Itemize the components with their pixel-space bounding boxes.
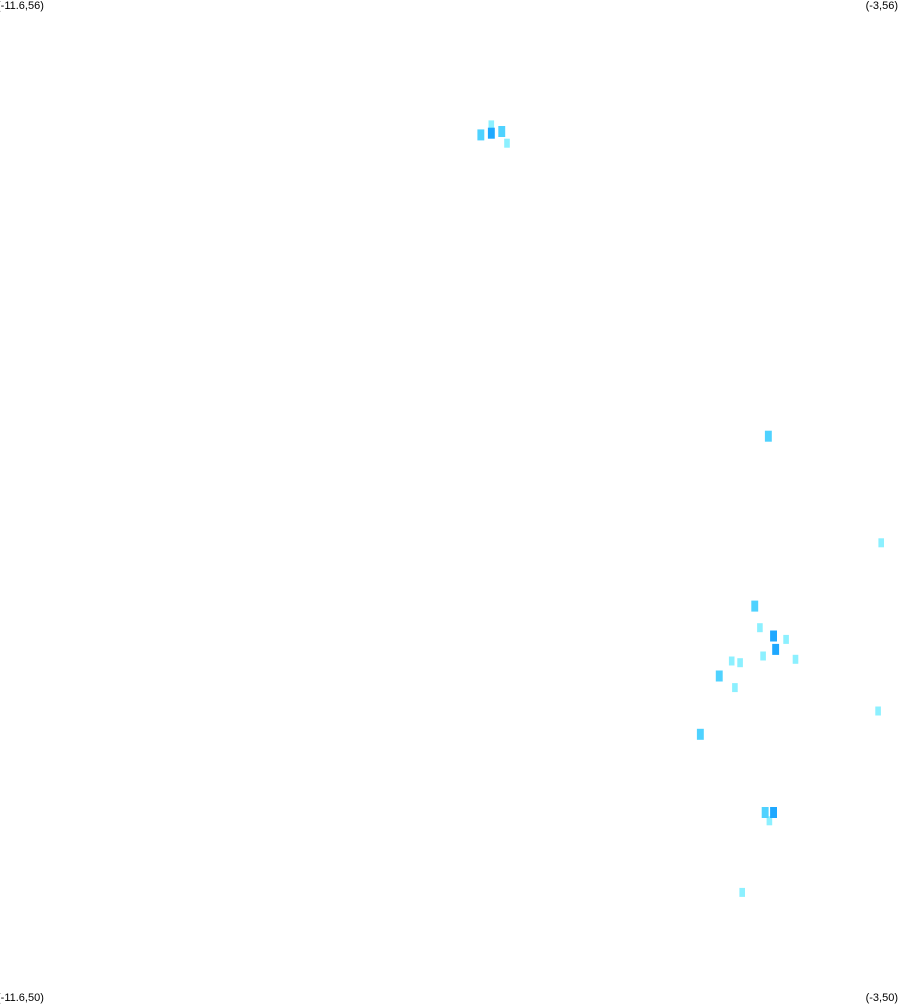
density-cell xyxy=(732,683,738,693)
density-cell xyxy=(696,728,704,740)
density-cell xyxy=(487,127,495,139)
density-cell xyxy=(715,670,723,682)
density-cell xyxy=(760,651,766,661)
density-cell xyxy=(772,643,780,655)
corner-label-top-left: (-11.6,56) xyxy=(0,0,44,12)
density-cell xyxy=(764,430,772,442)
density-cell xyxy=(728,656,735,666)
density-cell xyxy=(498,126,506,137)
density-cell xyxy=(766,816,773,826)
density-cell xyxy=(477,129,485,141)
density-cell xyxy=(783,634,789,644)
density-cell xyxy=(504,138,510,148)
density-cell xyxy=(770,807,777,818)
density-cell xyxy=(761,807,769,818)
density-cell xyxy=(737,658,743,668)
density-cell xyxy=(875,706,881,716)
density-cell xyxy=(757,623,763,633)
density-cell xyxy=(792,654,799,664)
density-cell xyxy=(878,538,884,548)
density-cell xyxy=(751,600,759,612)
density-cell xyxy=(770,630,777,642)
density-cell xyxy=(488,120,495,130)
density-cell xyxy=(739,887,745,897)
corner-label-top-right: (-3,56) xyxy=(865,0,898,12)
